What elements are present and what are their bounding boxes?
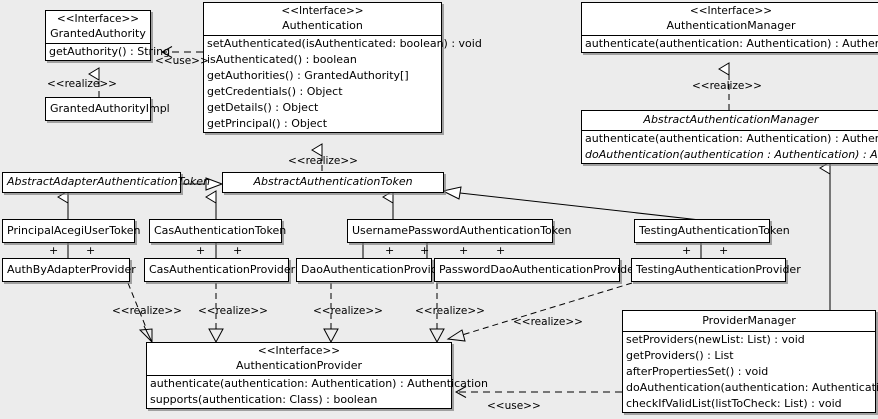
class-box-authentication-manager[interactable]: <<Interface>> AuthenticationManager auth…	[581, 2, 878, 53]
class-box-testing-authentication-provider[interactable]: TestingAuthenticationProvider	[631, 258, 801, 282]
class-header-authentication-provider: <<Interface>> AuthenticationProvider	[147, 343, 451, 375]
method-item-abstract: doAuthentication(authentication : Authen…	[585, 148, 878, 161]
method-item: authenticate(authentication: Authenticat…	[150, 377, 488, 390]
class-name-label: UsernamePasswordAuthenticationToken	[352, 224, 572, 237]
stereotype-label: <<Interface>>	[257, 345, 341, 357]
class-box-testing-authentication-token[interactable]: TestingAuthenticationToken	[634, 219, 790, 243]
class-box-provider-manager[interactable]: ProviderManager setProviders(newList: Li…	[622, 310, 878, 413]
class-name-label: AuthenticationProvider	[235, 359, 363, 372]
plus-marker: +	[86, 244, 96, 257]
method-item: afterPropertiesSet() : void	[626, 365, 769, 378]
method-item: doAuthentication(authentication: Authent…	[626, 381, 878, 394]
class-box-authentication-provider[interactable]: <<Interface>> AuthenticationProvider aut…	[146, 342, 488, 409]
class-header-provider-manager: ProviderManager	[623, 311, 875, 331]
method-item: getAuthority() : String	[49, 45, 171, 58]
edge-label-realize-cas-authentication-provider: <<realize>>	[198, 305, 268, 317]
class-name-label: AbstractAuthenticationToken	[253, 175, 413, 188]
method-compartment: authenticate(authentication: Authenticat…	[147, 375, 488, 408]
edge-label-use-provider-manager: <<use>>	[487, 400, 541, 412]
class-header-authentication: <<Interface>> Authentication	[204, 3, 441, 35]
edge-label-realize-testing-authentication-provider: <<realize>>	[513, 316, 583, 328]
class-box-password-dao-authentication-provider[interactable]: PasswordDaoAuthenticationProvider	[434, 258, 639, 282]
plus-marker: +	[682, 244, 692, 257]
stereotype-label: <<Interface>>	[689, 5, 773, 17]
class-name-label: DaoAuthenticationProvider	[301, 263, 449, 276]
class-name-label: PrincipalAcegiUserToken	[7, 224, 141, 237]
method-item: isAuthenticated() : boolean	[207, 53, 357, 66]
class-box-abstract-authentication-manager[interactable]: AbstractAuthenticationManager authentica…	[581, 110, 878, 164]
method-compartment: authenticate(authentication: Authenticat…	[582, 35, 878, 52]
class-name-label: ProviderManager	[702, 314, 796, 327]
class-name-label: TestingAuthenticationToken	[639, 224, 790, 237]
plus-marker: +	[420, 244, 430, 257]
plus-marker: +	[233, 244, 243, 257]
stereotype-label: <<Interface>>	[56, 13, 140, 25]
edge-generalize-testingauthenticationtoken	[441, 186, 701, 221]
method-item: supports(authentication: Class) : boolea…	[150, 393, 378, 406]
edge-label-realize-dao-authentication-provider: <<realize>>	[313, 305, 383, 317]
class-box-abstract-adapter-authentication-token[interactable]: AbstractAdapterAuthenticationToken	[2, 172, 210, 193]
edge-label-realize-abstract-authentication-manager: <<realize>>	[692, 80, 762, 92]
class-name-label: AbstractAuthenticationManager	[643, 113, 819, 126]
class-name-label: PasswordDaoAuthenticationProvider	[439, 263, 639, 276]
edge-label-realize-password-dao-authentication-provider: <<realize>>	[415, 305, 485, 317]
method-item: getDetails() : Object	[207, 101, 319, 114]
class-name-label: AbstractAdapterAuthenticationToken	[7, 175, 210, 188]
method-item: getProviders() : List	[626, 349, 734, 362]
method-compartment: authenticate(authentication: Authenticat…	[582, 130, 878, 163]
method-item: getPrincipal() : Object	[207, 117, 328, 130]
plus-marker: +	[496, 244, 506, 257]
class-name-label: AuthenticationManager	[666, 19, 796, 32]
edge-label-realize-auth-by-adapter-provider: <<realize>>	[112, 305, 182, 317]
method-compartment: getAuthority() : String	[46, 43, 171, 60]
class-header-authentication-manager: <<Interface>> AuthenticationManager	[582, 3, 878, 35]
edge-label-use-granted-authority: <<use>>	[155, 55, 209, 67]
class-box-cas-authentication-provider[interactable]: CasAuthenticationProvider	[144, 258, 296, 282]
class-header-granted-authority: <<Interface>> GrantedAuthority	[46, 11, 150, 43]
class-name-label: GrantedAuthority	[50, 27, 146, 40]
method-item: checkIfValidList(listToCheck: List) : vo…	[626, 397, 842, 410]
edge-label-realize-abstract-authentication-token: <<realize>>	[288, 155, 358, 167]
class-name-label: CasAuthenticationToken	[154, 224, 287, 237]
class-box-granted-authority[interactable]: <<Interface>> GrantedAuthority getAuthor…	[45, 10, 171, 61]
class-box-dao-authentication-provider[interactable]: DaoAuthenticationProvider	[296, 258, 449, 282]
method-item: authenticate(authentication: Authenticat…	[585, 37, 878, 50]
plus-marker: +	[196, 244, 206, 257]
method-item: getCredentials() : Object	[207, 85, 343, 98]
class-name-label: AuthByAdapterProvider	[7, 263, 136, 276]
method-item: getAuthorities() : GrantedAuthority[]	[207, 69, 409, 82]
class-name-label: Authentication	[282, 19, 363, 32]
plus-marker: +	[459, 244, 469, 257]
class-name-label: CasAuthenticationProvider	[149, 263, 296, 276]
class-box-cas-authentication-token[interactable]: CasAuthenticationToken	[149, 219, 287, 243]
class-box-abstract-authentication-token[interactable]: AbstractAuthenticationToken	[222, 172, 444, 193]
method-compartment: setProviders(newList: List) : void getPr…	[623, 331, 878, 412]
edge-label-realize-granted-authority-impl: <<realize>>	[47, 78, 117, 90]
method-item: setProviders(newList: List) : void	[626, 333, 805, 346]
class-name-label: GrantedAuthorityImpl	[50, 102, 170, 115]
class-box-principal-acegi-user-token[interactable]: PrincipalAcegiUserToken	[2, 219, 141, 243]
class-box-auth-by-adapter-provider[interactable]: AuthByAdapterProvider	[2, 258, 136, 282]
method-item: authenticate(authentication: Authenticat…	[585, 132, 878, 145]
plus-marker: +	[49, 244, 59, 257]
class-box-authentication[interactable]: <<Interface>> Authentication setAuthenti…	[203, 2, 482, 133]
class-box-granted-authority-impl[interactable]: GrantedAuthorityImpl	[45, 97, 170, 121]
method-compartment: setAuthenticated(isAuthenticated: boolea…	[204, 35, 482, 132]
class-box-username-password-authentication-token[interactable]: UsernamePasswordAuthenticationToken	[347, 219, 572, 243]
method-item: setAuthenticated(isAuthenticated: boolea…	[207, 37, 482, 50]
plus-marker: +	[719, 244, 729, 257]
plus-marker: +	[385, 244, 395, 257]
stereotype-label: <<Interface>>	[281, 5, 364, 17]
class-name-label: TestingAuthenticationProvider	[636, 263, 801, 276]
